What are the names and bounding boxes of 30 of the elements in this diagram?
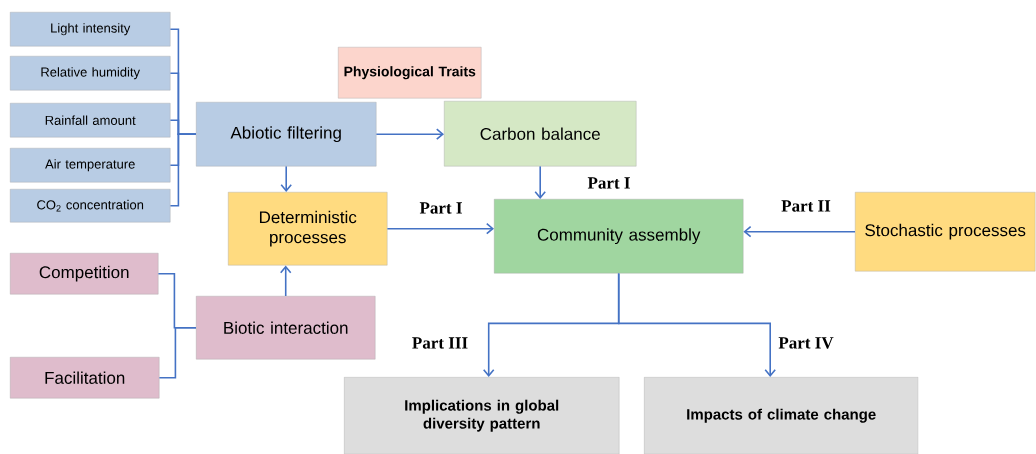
process-box: Deterministic processes: [228, 192, 388, 266]
edge-label: Part I: [586, 176, 632, 190]
process-box: Abiotic filtering: [196, 102, 377, 167]
factor-box: Rainfall amount: [10, 103, 171, 138]
factor-box: Relative humidity: [10, 56, 171, 91]
arrow: [386, 222, 494, 235]
arrow: [617, 272, 776, 377]
process-box: Carbon balance: [444, 101, 637, 167]
process-box: Biotic interaction: [196, 296, 376, 360]
factor-box: Light intensity: [10, 12, 171, 47]
process-box: Community assembly: [494, 199, 744, 274]
edge-label: Part I: [418, 201, 464, 215]
process-box: Stochastic processes: [855, 192, 1036, 272]
outcome-box: Implications in global diversity pattern: [344, 377, 620, 454]
factor-box: CO$_{2}$ concentration: [10, 189, 171, 223]
connector-line: [169, 133, 197, 207]
factor-box: Air temperature: [10, 148, 171, 183]
arrow: [280, 165, 292, 192]
edge-label: Part IV: [777, 336, 835, 350]
factor-box: Facilitation: [10, 357, 160, 399]
connector-line: [158, 326, 197, 379]
arrow: [743, 225, 856, 238]
outcome-box: Impacts of climate change: [644, 377, 919, 454]
factor-box: Competition: [10, 253, 159, 295]
heading-box: Physiological Traits: [338, 47, 482, 99]
edge-label: Part II: [780, 199, 832, 213]
arrow: [279, 265, 292, 297]
arrow: [375, 128, 444, 140]
edge-label: Part III: [410, 336, 470, 350]
arrow: [534, 165, 546, 199]
